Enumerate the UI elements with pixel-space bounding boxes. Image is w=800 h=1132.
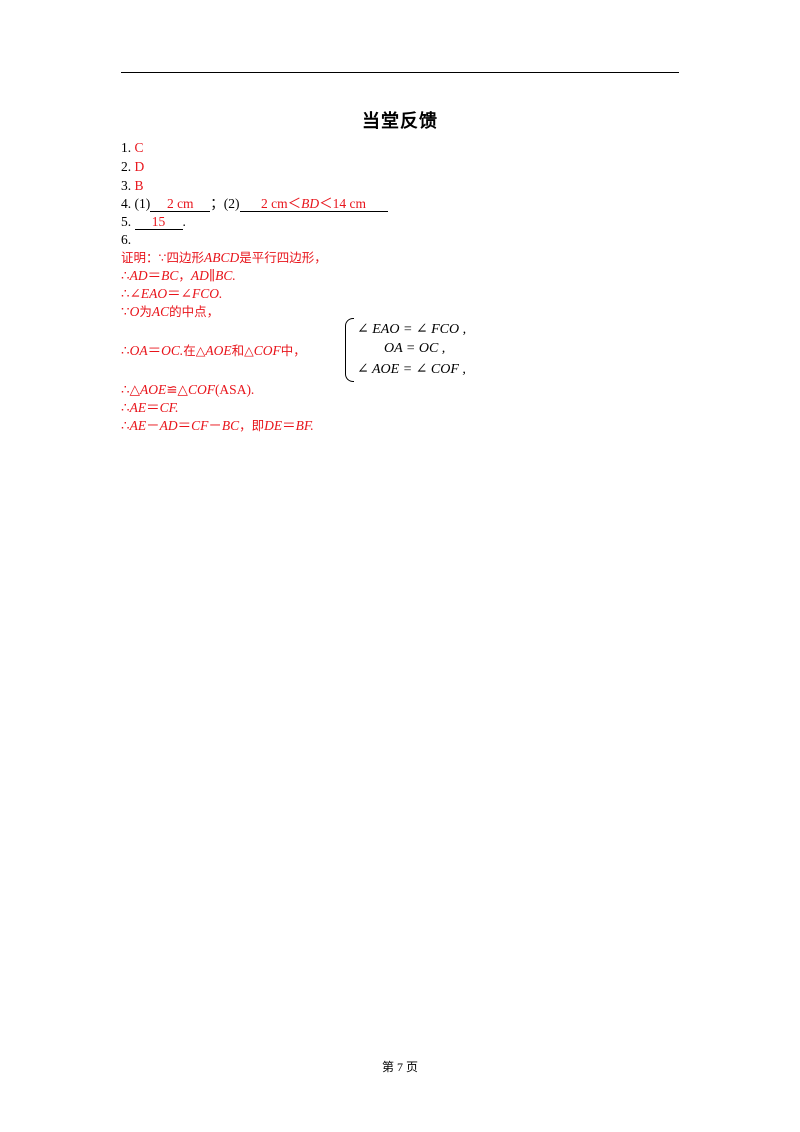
proof-line-7: ∴AE＝CF. xyxy=(121,399,178,417)
answer-5: 5. 15. xyxy=(121,213,186,231)
proof-symbol: ∴ xyxy=(121,400,130,415)
proof-line-8: ∴AE－AD＝CF－BC，即DE＝BF. xyxy=(121,417,314,435)
proof-symbol: ∴ xyxy=(121,343,130,358)
proof-symbol: ∵ xyxy=(121,304,130,319)
equation-system-line-2: OA = OC , xyxy=(384,341,446,356)
proof-variable: AC xyxy=(151,304,170,319)
header-rule xyxy=(121,72,679,73)
answer-3: 3. B xyxy=(121,177,144,195)
proof-variable: AD∥BC. xyxy=(190,268,236,283)
proof-variable: CF xyxy=(191,418,209,433)
proof-symbol: ＝∠ xyxy=(167,286,192,301)
proof-variable: DE xyxy=(264,418,283,433)
proof-variable: OA xyxy=(129,343,148,358)
proof-variable: EAO xyxy=(140,286,168,301)
question-number: 4. (1) xyxy=(121,196,151,211)
proof-variable: AE xyxy=(129,418,147,433)
answer-text: 2 cm＜ xyxy=(261,196,302,211)
proof-text: 证明：∵四边形 xyxy=(121,250,204,265)
answer-blank: 15 xyxy=(134,214,183,230)
proof-symbol: ∴△ xyxy=(121,382,140,397)
proof-text: ，即 xyxy=(239,418,265,433)
question-number: 1. xyxy=(121,140,132,155)
answer-value: C xyxy=(134,140,144,155)
proof-symbol: ∴∠ xyxy=(121,286,141,301)
answer-text: ＜14 cm xyxy=(319,196,366,211)
proof-symbol: ∴ xyxy=(121,268,130,283)
proof-line-3: ∴∠EAO＝∠FCO. xyxy=(121,285,222,303)
answer-1: 1. C xyxy=(121,139,144,157)
proof-text: 是平行四边形， xyxy=(239,250,327,265)
equation-system-line-1: ∠ EAO = ∠ FCO , xyxy=(357,322,467,337)
proof-variable: BF. xyxy=(295,418,314,433)
proof-symbol: ＝ xyxy=(146,400,160,415)
proof-symbol: ＝ xyxy=(177,418,192,433)
page-number: 第 7 页 xyxy=(381,1060,418,1074)
proof-line-4: ∵O为AC的中点， xyxy=(121,303,219,321)
proof-variable: CF. xyxy=(159,400,179,415)
proof-variable: BC xyxy=(161,268,179,283)
answer-variable: BD xyxy=(301,196,320,211)
proof-line-1: 证明：∵四边形ABCD是平行四边形， xyxy=(121,249,327,267)
question-number: 3. xyxy=(121,178,132,193)
answer-value: D xyxy=(134,159,145,174)
proof-variable: ABCD xyxy=(203,250,240,265)
proof-variable: AOE xyxy=(205,343,232,358)
answer-value: B xyxy=(134,178,144,193)
question-number: 6. xyxy=(121,232,132,247)
proof-variable: BC xyxy=(221,418,240,433)
proof-symbol: ≌△ xyxy=(166,382,188,397)
answer-blank-1: 2 cm xyxy=(150,196,211,212)
answer-blank-2: 2 cm＜BD＜14 cm xyxy=(239,196,388,212)
equation-system-brace xyxy=(345,318,354,382)
question-number: 2. xyxy=(121,159,132,174)
proof-line-5: ∴OA＝OC.在△AOE和△COF中， xyxy=(121,342,306,360)
proof-symbol: － xyxy=(208,418,222,433)
answer-4: 4. (1)2 cm；(2)2 cm＜BD＜14 cm xyxy=(121,195,388,213)
proof-variable: COF xyxy=(253,343,281,358)
proof-variable: AD xyxy=(159,418,178,433)
equation-system-line-3: ∠ AOE = ∠ COF , xyxy=(357,362,466,377)
proof-text: 在△ xyxy=(183,343,206,358)
proof-variable: OC. xyxy=(161,343,184,358)
proof-symbol: ＝ xyxy=(147,343,162,358)
proof-variable: FCO. xyxy=(191,286,223,301)
proof-text: 中， xyxy=(280,343,306,358)
answer-6: 6. xyxy=(121,231,131,249)
proof-line-2: ∴AD＝BC，AD∥BC. xyxy=(121,267,236,285)
proof-text: 的中点， xyxy=(169,304,220,319)
proof-text: (ASA). xyxy=(214,382,255,397)
proof-variable: O xyxy=(129,304,140,319)
proof-text: 和△ xyxy=(231,343,254,358)
proof-symbol: ＝ xyxy=(147,268,162,283)
question-number: 5. xyxy=(121,214,132,229)
proof-text: 为 xyxy=(139,304,152,319)
proof-text: ， xyxy=(178,268,191,283)
answer-separator: ；(2) xyxy=(210,196,240,211)
page-title: 当堂反馈 xyxy=(362,111,438,132)
proof-symbol: － xyxy=(146,418,160,433)
proof-line-6: ∴△AOE≌△COF(ASA). xyxy=(121,381,254,399)
proof-variable: AD xyxy=(129,268,148,283)
proof-variable: AE xyxy=(129,400,147,415)
proof-variable: AOE xyxy=(139,382,167,397)
answer-2: 2. D xyxy=(121,158,144,176)
proof-symbol: ＝ xyxy=(282,418,296,433)
proof-variable: COF xyxy=(187,382,215,397)
answer-period: . xyxy=(182,214,186,229)
proof-symbol: ∴ xyxy=(121,418,130,433)
